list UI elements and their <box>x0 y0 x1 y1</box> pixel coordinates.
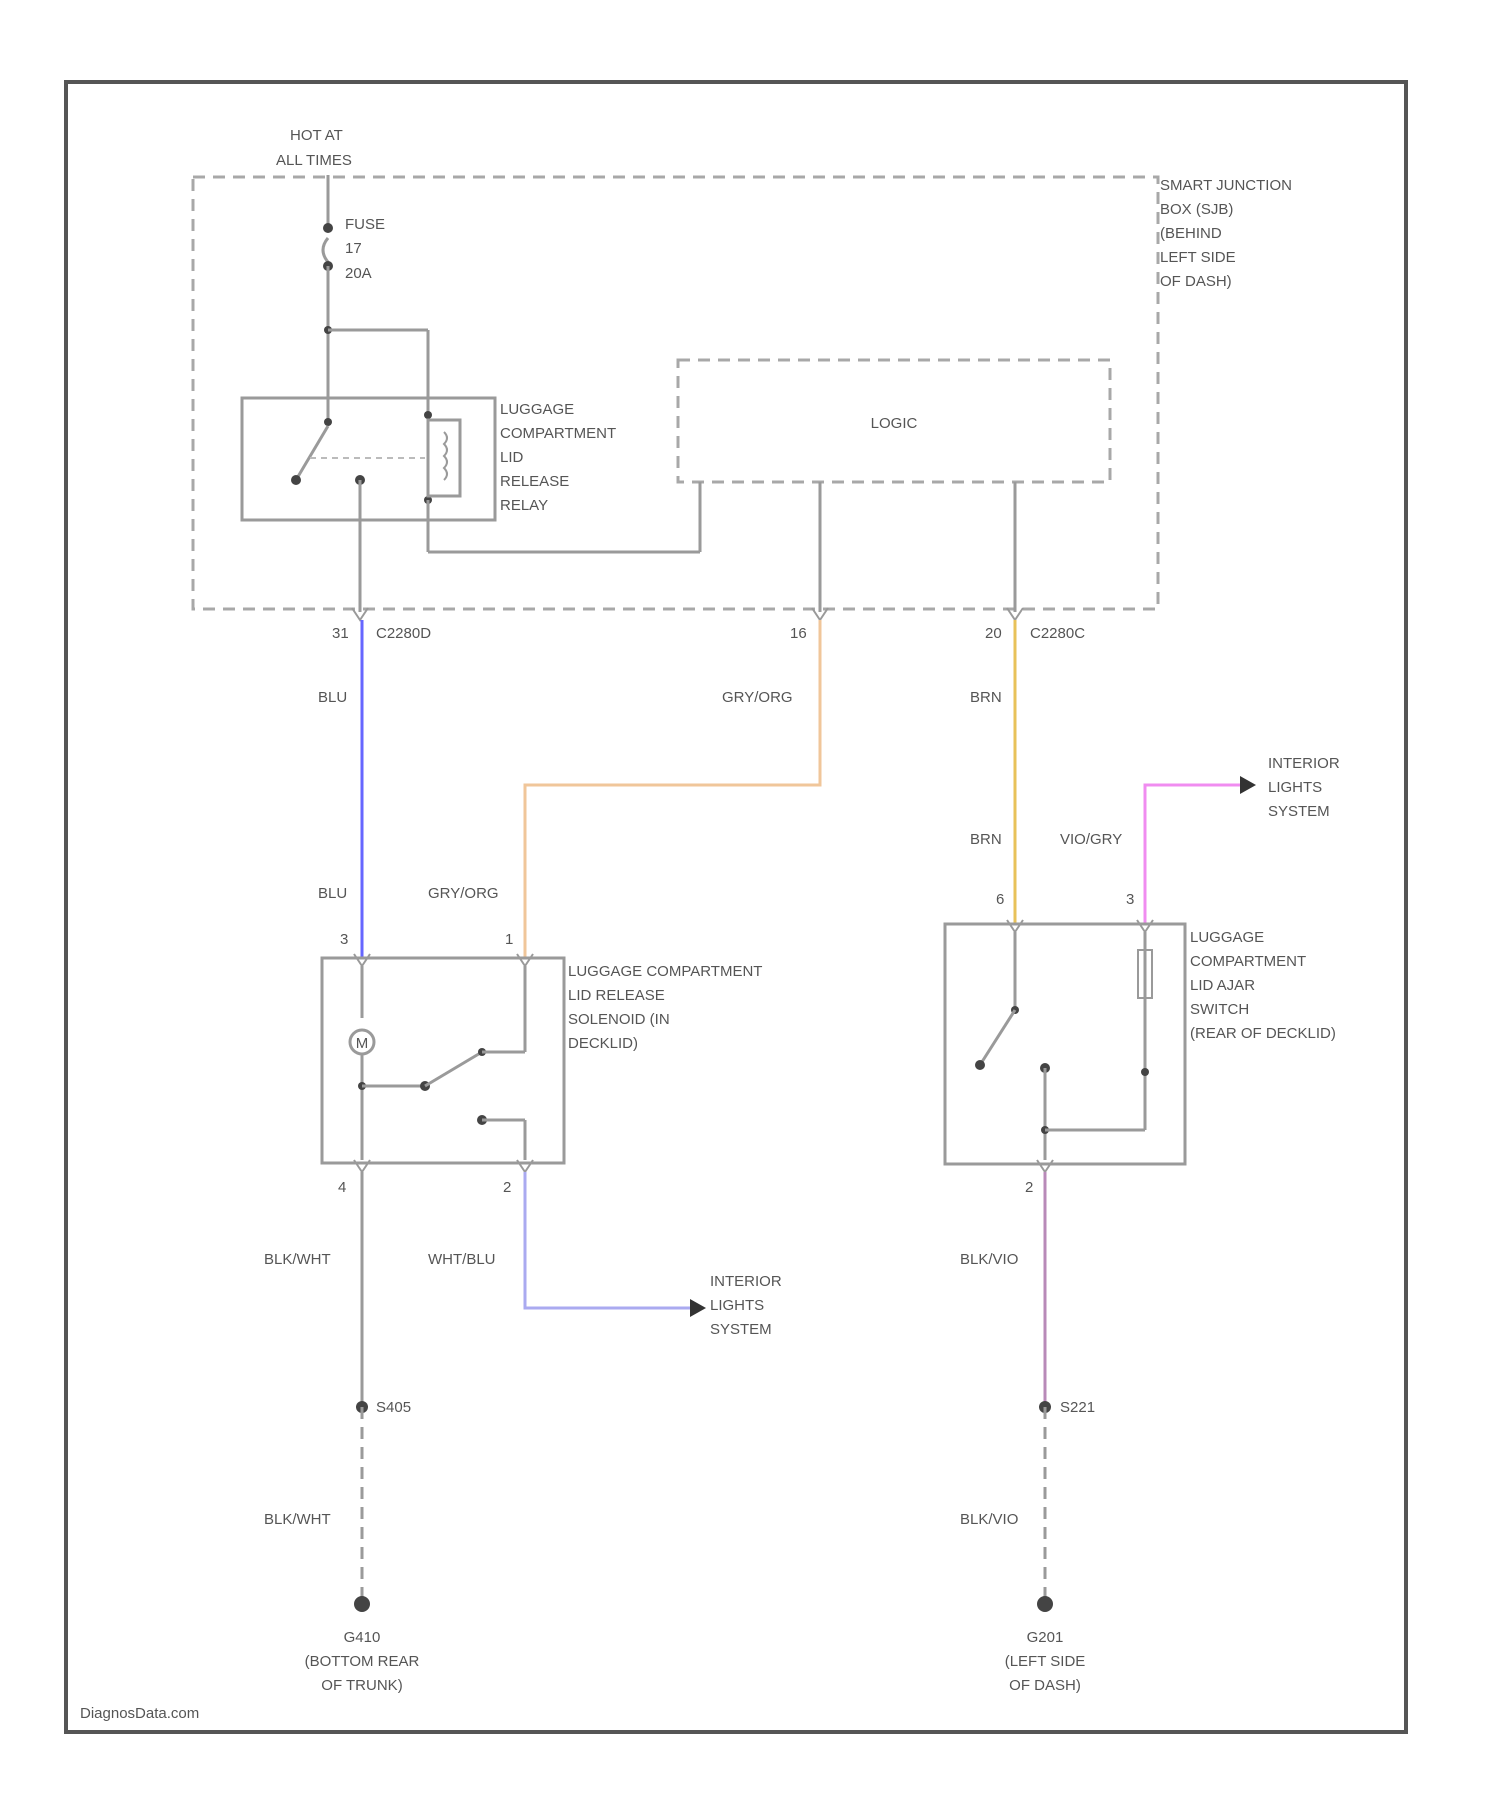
wire-label-vio-gry: VIO/GRY <box>1060 831 1122 848</box>
ajar-label-4: SWITCH <box>1190 1001 1249 1018</box>
connector-pin-31: 31 <box>332 625 349 642</box>
fuse-label-2: 17 <box>345 240 362 257</box>
solenoid-label-4: DECKLID) <box>568 1035 638 1052</box>
ajar-label-1: LUGGAGE <box>1190 929 1264 946</box>
relay-label-3: LID <box>500 449 524 466</box>
splice-label-s221: S221 <box>1060 1399 1095 1416</box>
sjb-label-4: LEFT SIDE <box>1160 249 1236 266</box>
ajar-pin-2: 2 <box>1025 1179 1033 1196</box>
solenoid-pin-4: 4 <box>338 1179 346 1196</box>
ajar-switch-arm <box>980 1010 1015 1065</box>
ajar-switch-box <box>945 924 1185 1164</box>
wire-label-blk-vio-1: BLK/VIO <box>960 1251 1018 1268</box>
sjb-label-2: BOX (SJB) <box>1160 201 1233 218</box>
solenoid-label-2: LID RELEASE <box>568 987 665 1004</box>
arrow-icon <box>1240 776 1256 794</box>
relay-label-2: COMPARTMENT <box>500 425 616 442</box>
sjb-label-3: (BEHIND <box>1160 225 1222 242</box>
solenoid-pin-1: 1 <box>505 931 513 948</box>
ground-g201-location-1: (LEFT SIDE <box>1005 1653 1086 1670</box>
interior-1-label-2: LIGHTS <box>710 1297 764 1314</box>
wire-label-blu-bottom: BLU <box>318 885 347 902</box>
wire-wht-blu <box>525 1172 690 1308</box>
interior-2-label-3: SYSTEM <box>1268 803 1330 820</box>
fuse-terminal-top <box>323 223 333 233</box>
relay-label-4: RELEASE <box>500 473 569 490</box>
connector-pin-20: 20 <box>985 625 1002 642</box>
relay-label-5: RELAY <box>500 497 548 514</box>
ground-g201-label: G201 <box>1027 1629 1064 1646</box>
watermark: DiagnosData.com <box>80 1705 199 1722</box>
arrow-icon <box>690 1299 706 1317</box>
ajar-label-2: COMPARTMENT <box>1190 953 1306 970</box>
power-label-2: ALL TIMES <box>276 152 352 169</box>
wire-label-brn-bottom: BRN <box>970 831 1002 848</box>
diagram-frame <box>66 82 1406 1732</box>
ajar-label-5: (REAR OF DECKLID) <box>1190 1025 1336 1042</box>
wire-label-blu-top: BLU <box>318 689 347 706</box>
ground-g410-location-1: (BOTTOM REAR <box>305 1653 420 1670</box>
relay-label-1: LUGGAGE <box>500 401 574 418</box>
wire-label-wht-blu: WHT/BLU <box>428 1251 496 1268</box>
solenoid-label-1: LUGGAGE COMPARTMENT <box>568 963 762 980</box>
solenoid-switch-arm <box>425 1052 482 1086</box>
ground-icon <box>354 1596 370 1612</box>
solenoid-pin-2: 2 <box>503 1179 511 1196</box>
wire-label-blk-wht-2: BLK/WHT <box>264 1511 331 1528</box>
connector-pin-16: 16 <box>790 625 807 642</box>
solenoid-pin-3: 3 <box>340 931 348 948</box>
fuse-icon <box>323 238 328 262</box>
interior-2-label-1: INTERIOR <box>1268 755 1340 772</box>
fuse-label-1: FUSE <box>345 216 385 233</box>
wire-label-gry-org-top: GRY/ORG <box>722 689 793 706</box>
sjb-dashed-box <box>193 177 1158 609</box>
logic-label: LOGIC <box>871 415 918 432</box>
ajar-label-3: LID AJAR <box>1190 977 1255 994</box>
interior-2-label-2: LIGHTS <box>1268 779 1322 796</box>
wire-label-blk-wht-1: BLK/WHT <box>264 1251 331 1268</box>
wire-label-gry-org-bottom: GRY/ORG <box>428 885 499 902</box>
wire-label-brn-top: BRN <box>970 689 1002 706</box>
fuse-label-3: 20A <box>345 265 372 282</box>
connector-c2280c: C2280C <box>1030 625 1085 642</box>
connector-c2280d: C2280D <box>376 625 431 642</box>
motor-label: M <box>356 1035 369 1052</box>
power-label-1: HOT AT <box>290 127 343 144</box>
wire-vio-gry <box>1145 785 1240 924</box>
interior-1-label-3: SYSTEM <box>710 1321 772 1338</box>
wire-gry-org <box>525 620 820 958</box>
solenoid-label-3: SOLENOID (IN <box>568 1011 670 1028</box>
relay-coil-icon <box>428 420 460 496</box>
ground-g410-location-2: OF TRUNK) <box>321 1677 402 1694</box>
ground-g410-label: G410 <box>344 1629 381 1646</box>
wire-label-blk-vio-2: BLK/VIO <box>960 1511 1018 1528</box>
ground-icon <box>1037 1596 1053 1612</box>
sjb-label-5: OF DASH) <box>1160 273 1232 290</box>
ajar-pin-3: 3 <box>1126 891 1134 908</box>
splice-label-s405: S405 <box>376 1399 411 1416</box>
solenoid-box <box>322 958 564 1163</box>
relay-switch-arm <box>296 426 328 480</box>
sjb-label-1: SMART JUNCTION <box>1160 177 1292 194</box>
ajar-pin-6: 6 <box>996 891 1004 908</box>
interior-1-label-1: INTERIOR <box>710 1273 782 1290</box>
ground-g201-location-2: OF DASH) <box>1009 1677 1081 1694</box>
